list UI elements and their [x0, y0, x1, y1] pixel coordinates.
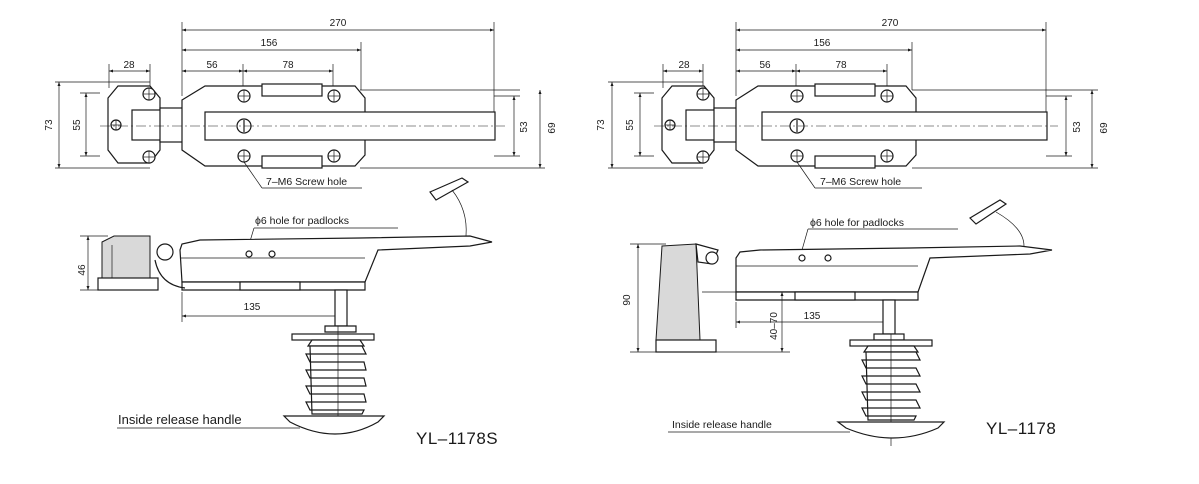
dim-height-53: 53: [1072, 121, 1083, 133]
dim-hole-spacing: 78: [282, 60, 294, 71]
padlock-hole-note: ϕ6 hole for padlocks: [810, 217, 904, 229]
dim-bar-length: 156: [261, 38, 278, 49]
dim-height-46: 46: [77, 264, 88, 276]
dim-height-53: 53: [519, 121, 530, 133]
dim-hinge-width: 28: [123, 60, 135, 71]
screw-hole-note: 7–M6 Screw hole: [266, 176, 347, 188]
dim-height-73: 73: [596, 119, 607, 131]
dim-height-55: 55: [72, 119, 83, 131]
dim-135: 135: [804, 311, 821, 322]
release-handle-note: Inside release handle: [118, 412, 242, 427]
model-name: YL–1178: [986, 419, 1056, 438]
dim-hole-spacing: 78: [835, 60, 847, 71]
dim-overall-length: 270: [330, 18, 347, 29]
right-side-view: ϕ6 hole for padlocks 90 135: [622, 199, 1053, 446]
dim-135: 135: [244, 302, 261, 313]
left-side-view: ϕ6 hole for padlocks 46: [77, 177, 493, 435]
dim-hole-offset: 56: [206, 60, 218, 71]
dim-40-70: 40–70: [769, 312, 780, 340]
left-plan-view: 270 156 56 78 28 73 55 53 69: [44, 18, 558, 189]
dim-height-90: 90: [622, 294, 633, 306]
dim-bar-length: 156: [814, 38, 831, 49]
model-name: YL–1178S: [416, 429, 498, 448]
dim-height-69: 69: [1099, 122, 1110, 134]
dim-hinge-width: 28: [678, 60, 690, 71]
dim-height-69: 69: [547, 122, 558, 134]
padlock-hole-note: ϕ6 hole for padlocks: [255, 215, 349, 227]
dim-height-73: 73: [44, 119, 55, 131]
screw-hole-note: 7–M6 Screw hole: [820, 176, 901, 188]
left-drawing: 270 156 56 78 28 73 55 53 69: [44, 18, 558, 448]
release-handle-note: Inside release handle: [672, 419, 772, 431]
dim-overall-length: 270: [882, 18, 899, 29]
right-plan-view: 270 156 56 78 28 73 55 53 69: [596, 18, 1110, 189]
right-drawing: 270 156 56 78 28 73 55 53 69: [596, 18, 1110, 446]
dim-hole-offset: 56: [759, 60, 771, 71]
dim-height-55: 55: [625, 119, 636, 131]
